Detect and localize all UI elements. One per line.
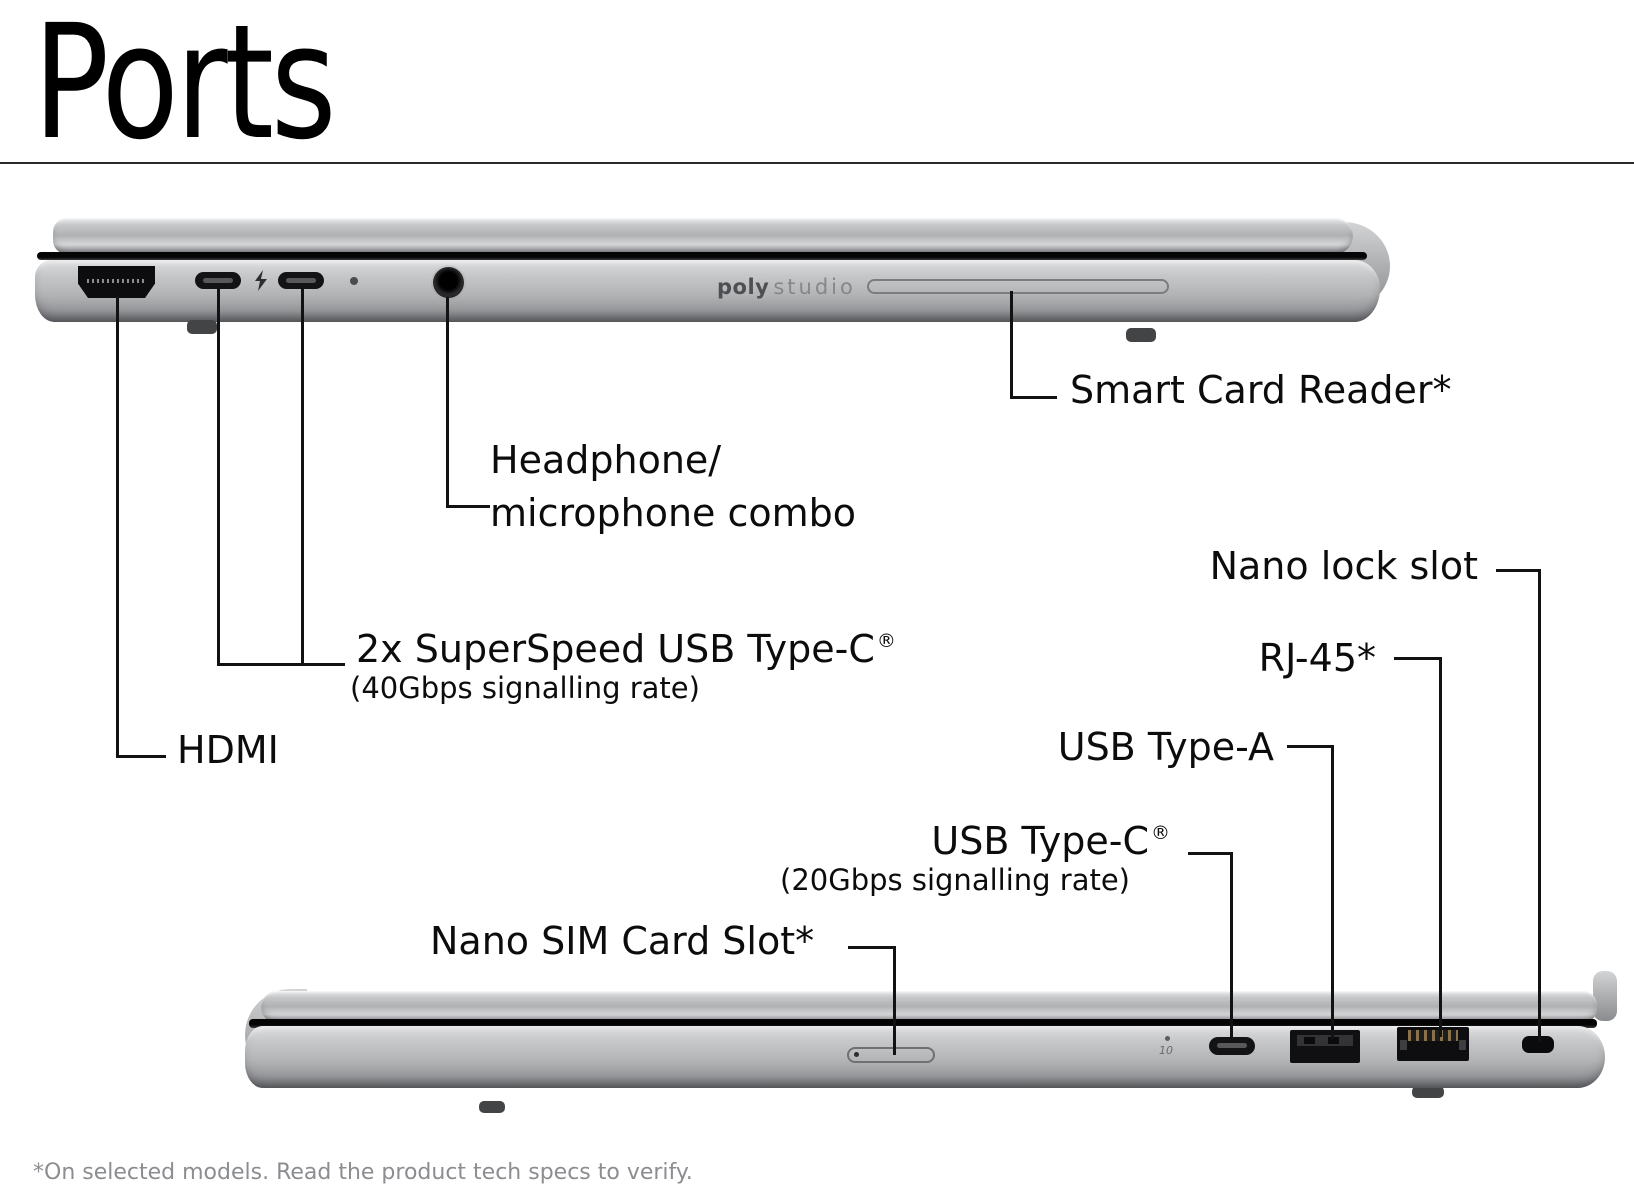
callout-line-rj45 — [1394, 657, 1442, 660]
laptop-lid — [53, 218, 1353, 254]
label-usbc-2x: 2x SuperSpeed USB Type-C® — [356, 618, 896, 672]
callout-line-smart-card — [1010, 396, 1057, 399]
callout-line-rj45 — [1439, 657, 1442, 1037]
usb-a-notch — [1328, 1037, 1339, 1044]
display-tab — [1593, 971, 1617, 1021]
usb-a-tongue — [1297, 1035, 1353, 1046]
sim-card-slot — [847, 1047, 935, 1063]
callout-line-usbc — [217, 288, 220, 666]
laptop-right-side-view: 10 — [245, 955, 1617, 1125]
status-led — [1165, 1036, 1170, 1041]
laptop-seam — [37, 252, 1367, 260]
usb-c-tongue — [286, 278, 316, 283]
callout-line-usb-a — [1287, 745, 1334, 748]
callout-line-nano-sim — [893, 946, 896, 1055]
usb-c-port-1 — [195, 272, 241, 289]
label-usb-c: USB Type-C® — [931, 809, 1170, 865]
callout-line-headphone — [446, 505, 490, 508]
usb-a-notch — [1304, 1037, 1315, 1044]
rubber-foot — [479, 1101, 505, 1113]
callout-line-usb-c — [1188, 852, 1233, 855]
callout-line-smart-card — [1010, 291, 1013, 399]
label-headphone-line2: microphone combo — [490, 491, 857, 535]
label-usb-c-text: USB Type-C — [931, 819, 1149, 863]
label-hdmi: HDMI — [177, 728, 279, 772]
usb-c-tongue — [203, 278, 233, 283]
rubber-foot — [187, 320, 217, 334]
footnote: *On selected models. Read the product te… — [33, 1160, 693, 1185]
laptop-base: 10 — [245, 1026, 1605, 1088]
title-divider — [0, 162, 1634, 164]
callout-line-hdmi — [116, 755, 166, 758]
callout-line-hdmi — [116, 296, 119, 758]
usb-a-port — [1290, 1030, 1360, 1063]
thunderbolt-icon — [255, 270, 267, 291]
branding-bold: poly — [717, 275, 770, 299]
hdmi-pins — [87, 279, 146, 284]
label-headphone: Headphone/ microphone combo — [490, 434, 856, 540]
rj45-pins — [1408, 1030, 1458, 1041]
usb-c-tongue — [1217, 1043, 1247, 1048]
label-usbc-2x-text: 2x SuperSpeed USB Type-C — [356, 627, 875, 671]
label-usb-a: USB Type-A — [1057, 725, 1274, 769]
label-nano-sim: Nano SIM Card Slot* — [430, 919, 815, 963]
label-usbc-2x-rate: (40Gbps signalling rate) — [350, 671, 700, 705]
hdmi-port — [78, 266, 155, 298]
callout-line-usb-a — [1331, 745, 1334, 1039]
speed-marking-text: 10 — [1159, 1044, 1173, 1057]
sim-eject-pinhole — [854, 1052, 859, 1057]
rubber-foot — [1412, 1086, 1444, 1098]
label-smart-card: Smart Card Reader* — [1070, 368, 1452, 412]
registered-mark: ® — [1151, 822, 1170, 844]
usb-c-port-2 — [278, 272, 324, 289]
callout-line-nano-lock — [1496, 569, 1541, 572]
rj45-tab — [1459, 1040, 1466, 1050]
label-rj45: RJ-45* — [1258, 636, 1376, 680]
rj45-tab — [1400, 1040, 1407, 1050]
callout-line-nano-lock — [1538, 569, 1541, 1042]
callout-line-usbc — [301, 288, 304, 666]
callout-line-usb-c — [1230, 852, 1233, 1042]
usb-c-speed-marking: 10 — [1159, 1036, 1173, 1057]
usb-c-port — [1209, 1037, 1255, 1055]
laptop-seam — [249, 1019, 1597, 1028]
label-usb-c-rate: (20Gbps signalling rate) — [780, 863, 1130, 897]
page-title: Ports — [33, 0, 337, 175]
smart-card-slot — [867, 279, 1169, 294]
laptop-lid — [261, 991, 1597, 1023]
headphone-jack — [433, 267, 464, 298]
rj45-port — [1397, 1027, 1469, 1061]
status-led — [350, 277, 358, 285]
callout-line-nano-sim — [848, 946, 896, 949]
callout-line-headphone — [446, 297, 449, 508]
label-headphone-line1: Headphone/ — [490, 438, 722, 482]
callout-line-usbc — [217, 663, 345, 666]
label-nano-lock: Nano lock slot — [1209, 544, 1478, 588]
nano-lock-slot — [1522, 1036, 1554, 1053]
rubber-foot — [1126, 328, 1156, 342]
branding-light: studio — [773, 275, 856, 299]
registered-mark: ® — [876, 630, 896, 652]
